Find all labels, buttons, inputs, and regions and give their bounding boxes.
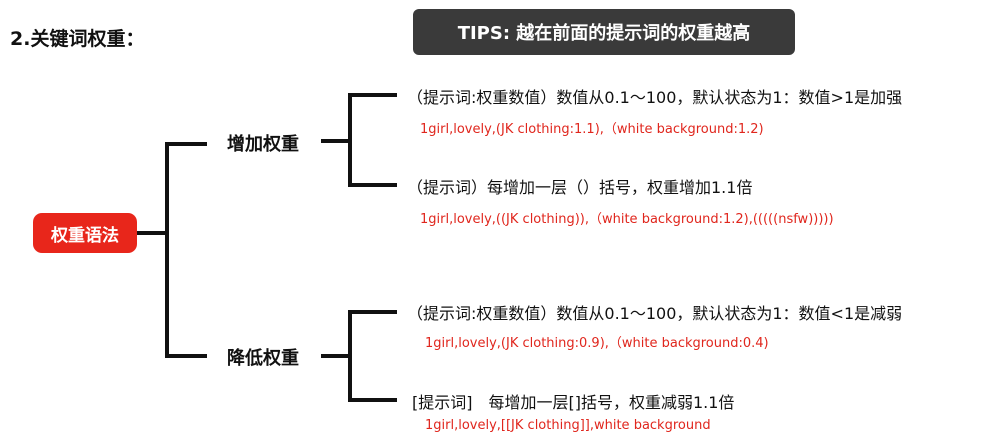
branch-decrease-connector — [321, 310, 397, 402]
section-heading: 2.关键词权重： — [10, 28, 145, 50]
tips-banner: TIPS: 越在前面的提示词的权重越高 — [413, 9, 795, 55]
leaf-increase-numeric: （提示词:权重数值）数值从0.1～100，默认状态为1：数值>1是加强 — [407, 88, 903, 107]
leaf-decrease-brackets: [提示词] 每增加一层[]括号，权重减弱1.1倍 — [412, 393, 735, 412]
branch-increase-weight: 增加权重 — [227, 134, 299, 155]
root-connector — [135, 142, 207, 358]
example-decrease-brackets: 1girl,lovely,[[JK clothing]],white backg… — [425, 418, 711, 433]
branch-increase-connector — [321, 93, 397, 187]
leaf-increase-parentheses: （提示词）每增加一层（）括号，权重增加1.1倍 — [407, 178, 753, 197]
example-decrease-numeric: 1girl,lovely,(JK clothing:0.9),（white ba… — [425, 336, 769, 351]
example-increase-parentheses: 1girl,lovely,((JK clothing)),（white back… — [420, 212, 834, 227]
branch-decrease-weight: 降低权重 — [227, 348, 299, 369]
tips-text: TIPS: 越在前面的提示词的权重越高 — [457, 23, 751, 44]
leaf-decrease-numeric: （提示词:权重数值）数值从0.1～100，默认状态为1：数值<1是减弱 — [407, 304, 903, 323]
root-node: 权重语法 — [33, 213, 137, 253]
root-label: 权重语法 — [51, 225, 119, 246]
example-increase-numeric: 1girl,lovely,(JK clothing:1.1),（white ba… — [420, 122, 764, 137]
